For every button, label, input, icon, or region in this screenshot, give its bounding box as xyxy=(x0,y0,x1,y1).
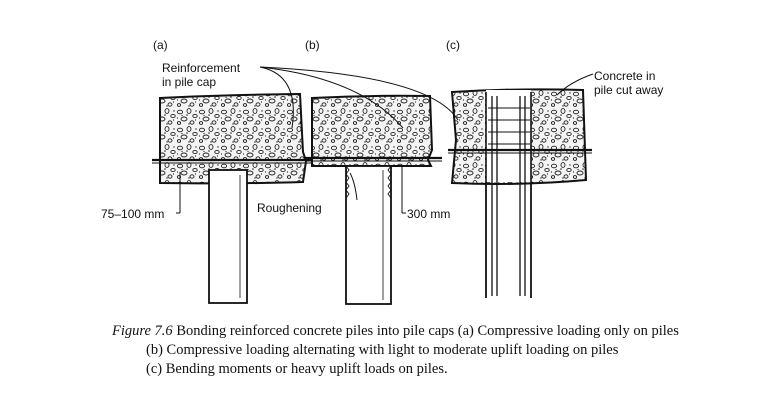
panel-a-drawing xyxy=(152,92,312,304)
panel-b-drawing xyxy=(305,94,442,305)
panel-label-c: (c) xyxy=(446,38,460,52)
leader-lines xyxy=(259,66,594,201)
roughening-marks xyxy=(345,165,392,199)
label-reinforcement-line1: Reinforcement xyxy=(162,61,241,75)
label-dim-left: 75–100 mm xyxy=(101,207,164,221)
caption-line-3: (c) Bending moments or heavy uplift load… xyxy=(146,361,448,377)
pile-a xyxy=(208,169,248,304)
label-concrete-line2: pile cut away xyxy=(594,83,663,97)
label-roughening: Roughening xyxy=(257,201,322,215)
caption-text-1: Bonding reinforced concrete piles into p… xyxy=(176,323,679,339)
caption-figure-label: Figure 7.6 xyxy=(112,323,173,339)
label-dim-right: 300 mm xyxy=(407,207,450,221)
panel-c-drawing xyxy=(448,88,592,298)
pile-cap-b xyxy=(311,94,434,167)
panel-label-a: (a) xyxy=(153,38,168,52)
caption-line-1: Figure 7.6 Bonding reinforced concrete p… xyxy=(112,322,752,341)
pile-b xyxy=(345,165,392,305)
label-concrete-line1: Concrete in xyxy=(594,69,655,83)
label-reinforcement-line2: in pile cap xyxy=(162,75,216,89)
caption-line-2: (b) Compressive loading alternating with… xyxy=(146,342,619,358)
figure-caption: Figure 7.6 Bonding reinforced concrete p… xyxy=(112,322,752,379)
panel-label-b: (b) xyxy=(305,38,320,52)
cut-away-region xyxy=(486,90,531,182)
